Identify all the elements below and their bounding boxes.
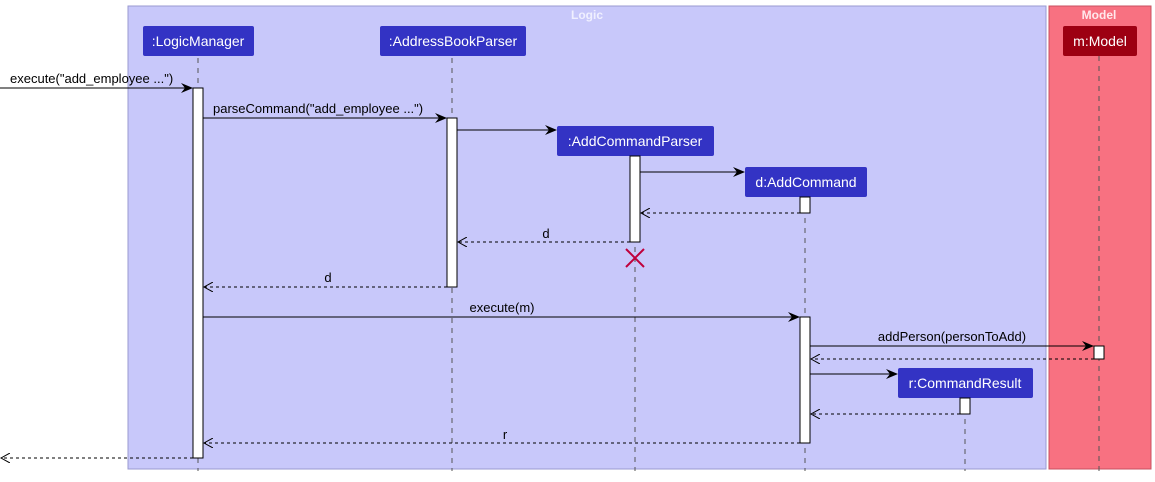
participant-add-command-parser-label: :AddCommandParser (568, 133, 703, 149)
activations (192, 87, 1105, 459)
participant-add-command-parser: :AddCommandParser (557, 126, 714, 156)
logic-group (127, 5, 1047, 470)
activation-command-result (959, 397, 971, 415)
participant-logic-manager-label: :LogicManager (152, 33, 245, 49)
activation-add-command-parser (629, 155, 641, 243)
participant-command-result: r:CommandResult (898, 368, 1033, 398)
participant-command-result-label: r:CommandResult (909, 375, 1022, 391)
activation-add-command-construct (799, 196, 811, 214)
activation-model (1093, 345, 1105, 360)
participant-add-command-label: d:AddCommand (755, 174, 856, 190)
label-add-person: addPerson(personToAdd) (878, 329, 1026, 344)
participant-model-label: m:Model (1073, 33, 1127, 49)
participant-address-book-parser: :AddressBookParser (380, 26, 526, 56)
activation-address-book-parser (446, 117, 458, 288)
messages (0, 83, 1094, 458)
label-return-d-manager: d (324, 270, 331, 285)
logic-group-title: Logic (571, 8, 603, 22)
label-return-r: r (503, 427, 508, 442)
label-execute-m: execute(m) (469, 300, 534, 315)
label-execute-call: execute("add_employee ...") (10, 71, 173, 86)
participant-logic-manager: :LogicManager (143, 26, 254, 56)
participant-add-command: d:AddCommand (745, 167, 867, 197)
activation-add-command-execute (799, 316, 811, 444)
model-group-title: Model (1082, 8, 1117, 22)
destroy-mark (625, 248, 645, 268)
participant-model: m:Model (1063, 26, 1137, 56)
model-group (1048, 5, 1152, 470)
activation-logic-manager (192, 87, 204, 459)
label-return-d-parser: d (542, 226, 549, 241)
participant-address-book-parser-label: :AddressBookParser (389, 33, 518, 49)
label-parse-command: parseCommand("add_employee ...") (213, 101, 423, 116)
